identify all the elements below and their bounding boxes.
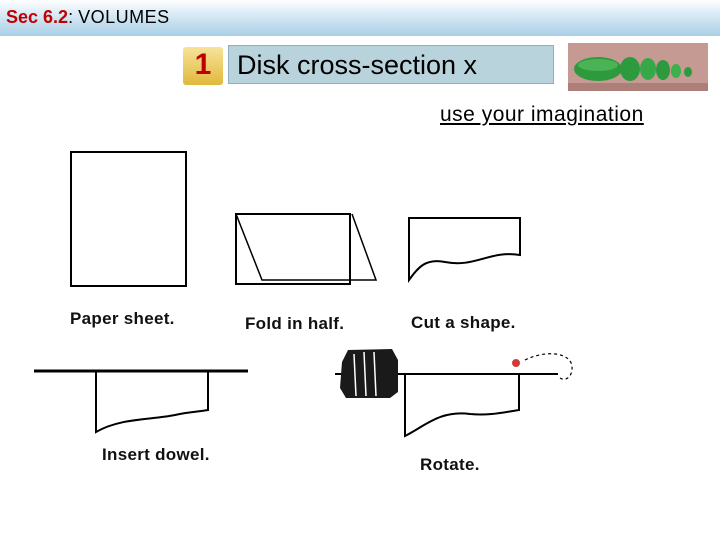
cucumber-slices-photo bbox=[568, 43, 708, 91]
cut-shape-drawing bbox=[408, 217, 521, 284]
page-title: Sec 6.2: VOLUMES bbox=[6, 7, 170, 28]
subtitle-box: Disk cross-section x bbox=[228, 45, 554, 84]
slide-number: 1 bbox=[194, 48, 212, 81]
caption-cut-a-shape: Cut a shape. bbox=[411, 313, 516, 332]
caption-insert-dowel: Insert dowel. bbox=[102, 445, 210, 464]
imagination-note: use your imagination bbox=[440, 103, 644, 126]
caption-fold-in-half: Fold in half. bbox=[245, 314, 345, 333]
dowel-drawing bbox=[34, 369, 248, 434]
topic-label: VOLUMES bbox=[78, 7, 170, 27]
folded-paper-drawing bbox=[235, 213, 378, 285]
header-bar bbox=[0, 0, 720, 36]
subtitle-text: Disk cross-section x bbox=[237, 50, 478, 80]
hand-icon bbox=[340, 349, 398, 398]
paper-sheet-drawing bbox=[70, 151, 187, 287]
section-separator: : bbox=[68, 7, 74, 27]
caption-rotate: Rotate. bbox=[420, 455, 480, 474]
section-label: Sec 6.2 bbox=[6, 7, 69, 27]
caption-paper-sheet: Paper sheet. bbox=[70, 309, 175, 328]
slide-number-badge: 1 bbox=[183, 47, 223, 85]
